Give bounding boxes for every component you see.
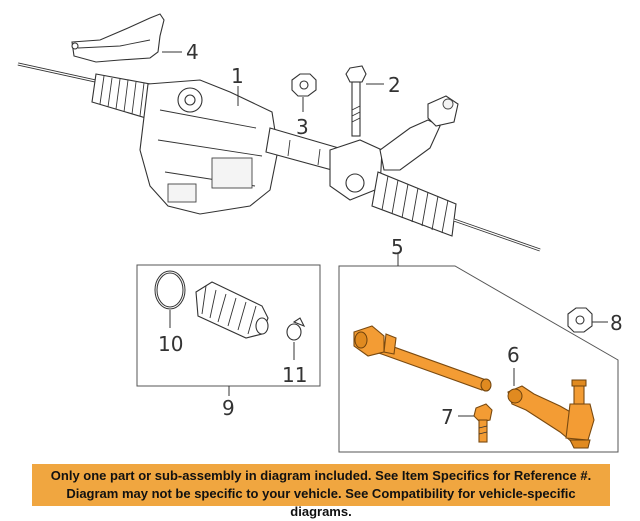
boot-clamp (154, 270, 186, 310)
heat-shield-bracket (71, 13, 165, 63)
callout-6: 6 (507, 343, 520, 367)
callout-7: 7 (441, 405, 454, 429)
callout-5: 5 (391, 235, 404, 259)
callout-2: 2 (388, 73, 401, 97)
callout-8: 8 (610, 311, 623, 335)
callout-4: 4 (186, 40, 199, 64)
mounting-bolt (345, 65, 367, 137)
callout-10: 10 (158, 332, 183, 356)
tie-rod-group-box (338, 265, 619, 453)
tie-rod-bolt (473, 403, 493, 443)
steering-gear-assembly (17, 62, 541, 252)
disclaimer-banner: Only one part or sub-assembly in diagram… (32, 464, 610, 519)
disclaimer-line-2: Diagram may not be specific to your vehi… (66, 486, 576, 519)
steering-boot (195, 281, 269, 339)
callout-9: 9 (222, 396, 235, 420)
callout-11: 11 (282, 363, 307, 387)
inner-tie-rod (353, 325, 492, 392)
outer-tie-rod-end (507, 379, 595, 449)
callout-1: 1 (231, 64, 244, 88)
mounting-nut (291, 73, 317, 97)
tie-rod-nut (567, 307, 593, 333)
small-boot-clamp (286, 317, 306, 341)
disclaimer-line-1: Only one part or sub-assembly in diagram… (50, 468, 592, 483)
callout-3: 3 (296, 115, 309, 139)
